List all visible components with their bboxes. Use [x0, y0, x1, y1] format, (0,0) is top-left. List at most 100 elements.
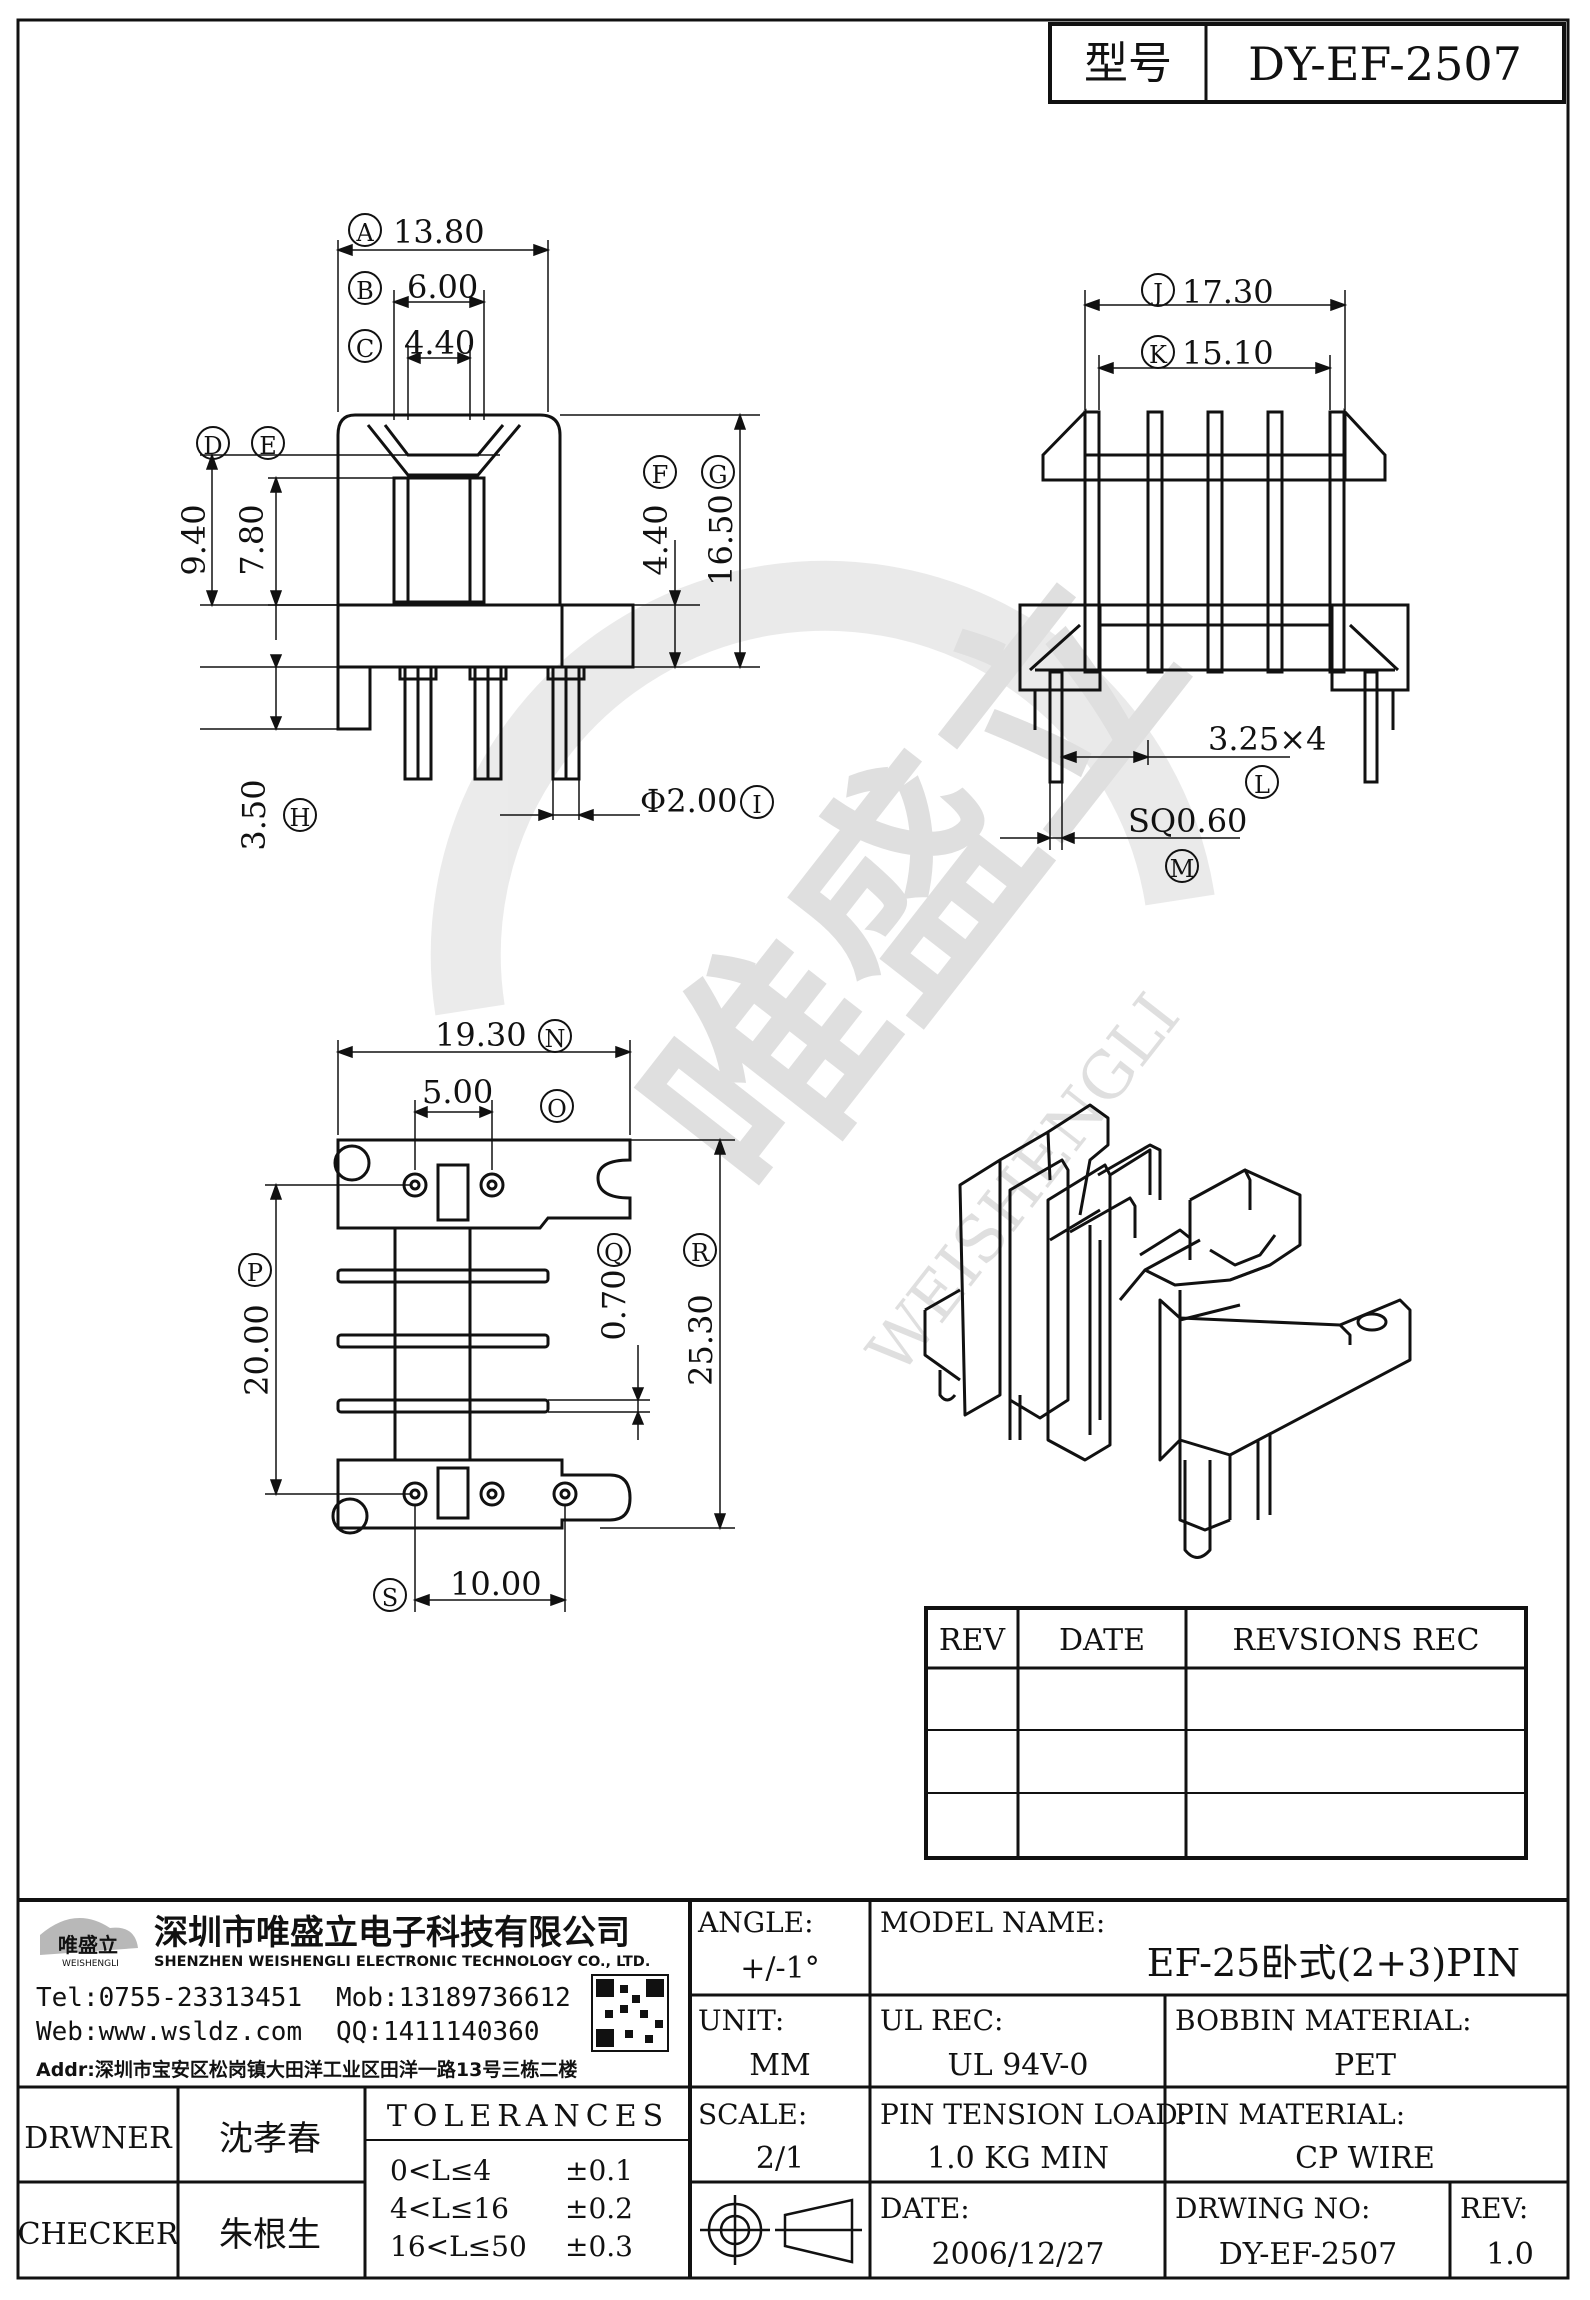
label-J: J 17.30 — [1141, 273, 1274, 311]
side-view — [1018, 408, 1410, 784]
checker-value: 朱根生 — [219, 2215, 321, 2255]
svg-text:R: R — [691, 1239, 710, 1267]
svg-text:I: I — [752, 791, 761, 819]
label-N: 19.30 N — [435, 1016, 572, 1054]
label-Q: Q 0.70 — [595, 1233, 633, 1341]
company-mob: Mob:13189736612 — [336, 1983, 571, 2013]
svg-text:4.40: 4.40 — [404, 324, 475, 362]
svg-text:6.00: 6.00 — [407, 268, 478, 306]
svg-text:G: G — [708, 461, 727, 489]
label-A: A 13.80 — [348, 213, 485, 251]
svg-text:SQ0.60: SQ0.60 — [1128, 802, 1247, 840]
svg-text:17.30: 17.30 — [1182, 273, 1274, 311]
model-name-label: MODEL NAME: — [880, 1906, 1105, 1939]
label-L: 3.25×4 L — [1208, 720, 1326, 799]
tol-row-1-tol: ±0.1 — [565, 2154, 633, 2187]
svg-text:E: E — [259, 432, 277, 460]
tol-row-1-range: 0<L≤4 — [390, 2154, 491, 2187]
unit-label: UNIT: — [698, 2004, 784, 2037]
bobbin-material-value: PET — [1334, 2048, 1396, 2083]
model-name-value: EF-25卧式(2+3)PIN — [1147, 1941, 1520, 1985]
watermark: 唯盛立 WEISHENGLI — [430, 530, 1232, 1388]
rev-header-rec: REVSIONS REC — [1233, 1623, 1480, 1658]
isometric-view — [923, 1103, 1412, 1559]
svg-text:A: A — [355, 219, 374, 247]
svg-text:N: N — [545, 1025, 566, 1053]
ul-rec-value: UL 94V-0 — [947, 2048, 1088, 2083]
tolerances-title: TOLERANCES — [387, 2099, 669, 2134]
tol-row-2-range: 4<L≤16 — [390, 2192, 509, 2225]
label-F: F — [643, 455, 677, 489]
rev-header-rev: REV — [939, 1623, 1006, 1658]
label-I: Φ2.00 I — [640, 782, 774, 820]
rev-header-date: DATE — [1059, 1623, 1145, 1658]
projection-symbol-icon — [700, 2195, 862, 2265]
bottom-view-dimensions — [265, 1040, 735, 1612]
company-logo: 唯盛立 WEISHENGLI — [40, 1918, 138, 1969]
company-name-en: SHENZHEN WEISHENGLI ELECTRONIC TECHNOLOG… — [154, 1954, 650, 1970]
date-value: 2006/12/27 — [932, 2237, 1105, 2272]
rev-value: 1.0 — [1486, 2237, 1534, 2272]
label-R: R 25.30 — [682, 1233, 720, 1386]
svg-text:25.30: 25.30 — [682, 1294, 720, 1386]
company-web: Web:www.wsldz.com — [36, 2017, 302, 2047]
svg-text:13.80: 13.80 — [393, 213, 485, 251]
revision-table — [924, 1606, 1528, 1860]
title-block-grid — [18, 1898, 1568, 2278]
pin-material-value: CP WIRE — [1295, 2141, 1435, 2176]
checker-label: CHECKER — [18, 2217, 180, 2252]
drawer-value: 沈孝春 — [219, 2119, 321, 2159]
front-view-dimensions — [205, 243, 747, 822]
label-D: D — [196, 426, 230, 460]
company-logo-sub: WEISHENGLI — [62, 1959, 119, 1969]
scale-value: 2/1 — [756, 2141, 804, 2176]
model-box: 型号 DY-EF-2507 — [1048, 22, 1566, 104]
label-F-value: 4.40 — [637, 504, 675, 575]
angle-label: ANGLE: — [697, 1906, 814, 1939]
label-G-value: 16.50 — [702, 494, 740, 586]
outer-border — [16, 18, 1570, 2280]
qr-code-icon — [591, 1974, 669, 2052]
label-S: S 10.00 — [373, 1565, 542, 1612]
company-block: 唯盛立 WEISHENGLI 深圳市唯盛立电子科技有限公司 SHENZHEN W… — [36, 1913, 669, 2081]
company-qq: QQ:1411140360 — [336, 2017, 540, 2047]
pin-tension-label: PIN TENSION LOAD: — [880, 2098, 1187, 2131]
svg-text:J: J — [1150, 279, 1163, 307]
label-C: C 4.40 — [348, 324, 475, 363]
pin-material-label: PIN MATERIAL: — [1175, 2098, 1405, 2131]
label-K: K 15.10 — [1141, 334, 1274, 372]
front-view — [200, 240, 760, 820]
svg-text:20.00: 20.00 — [238, 1304, 276, 1396]
company-tel: Tel:0755-23313451 — [36, 1983, 302, 2013]
svg-text:H: H — [290, 804, 311, 832]
tol-row-2-tol: ±0.2 — [565, 2192, 633, 2225]
tol-row-3-range: 16<L≤50 — [390, 2230, 527, 2263]
svg-text:M: M — [1170, 855, 1195, 883]
label-B: B 6.00 — [348, 268, 478, 306]
model-box-label: 型号 — [1084, 38, 1172, 89]
rev-label: REV: — [1460, 2192, 1528, 2225]
svg-text:O: O — [547, 1095, 567, 1123]
svg-text:Q: Q — [604, 1239, 624, 1267]
company-logo-name: 唯盛立 — [58, 1933, 118, 1957]
unit-value: MM — [749, 2048, 810, 2083]
label-H: H — [283, 798, 317, 832]
svg-text:3.25×4: 3.25×4 — [1208, 720, 1326, 758]
svg-text:5.00: 5.00 — [422, 1073, 493, 1111]
label-P: P 20.00 — [238, 1253, 276, 1396]
svg-text:K: K — [1149, 341, 1168, 369]
label-O: 5.00 O — [422, 1073, 574, 1123]
svg-text:S: S — [382, 1584, 398, 1612]
model-box-value: DY-EF-2507 — [1248, 37, 1522, 91]
label-E: E — [251, 426, 285, 460]
svg-text:P: P — [247, 1259, 263, 1287]
label-D-value: 9.40 — [175, 504, 213, 575]
label-G: G — [701, 455, 735, 489]
svg-text:C: C — [356, 335, 374, 363]
drawing-no-value: DY-EF-2507 — [1219, 2237, 1398, 2272]
company-name-cn: 深圳市唯盛立电子科技有限公司 — [154, 1913, 630, 1953]
dimension-labels: A 13.80 B 6.00 C 4.40 D E 9.40 7.80 F — [175, 213, 1326, 1612]
svg-text:B: B — [356, 277, 374, 305]
